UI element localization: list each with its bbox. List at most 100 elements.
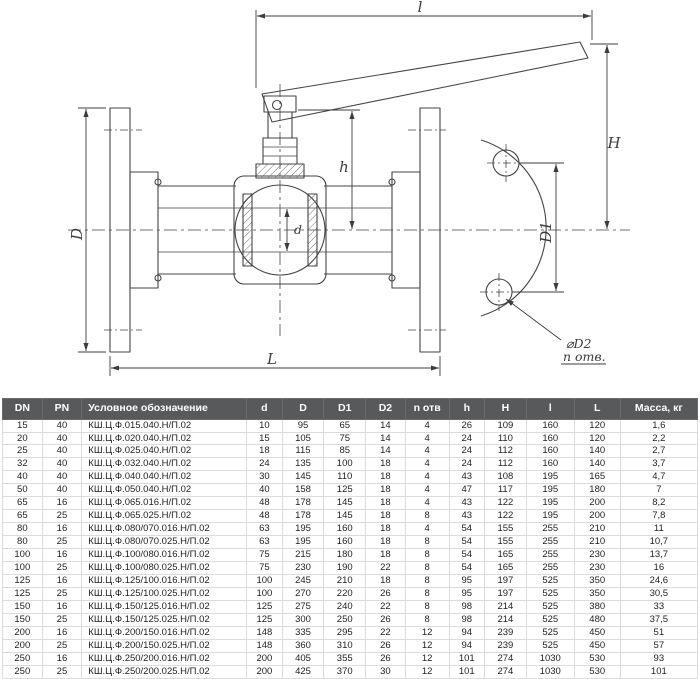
table-cell: 101 — [448, 651, 486, 666]
gland-flange — [255, 163, 305, 179]
table-cell: 80 — [2, 522, 43, 537]
table-cell: 120 — [573, 418, 621, 433]
table-cell: 274 — [484, 651, 527, 666]
column-header: d — [246, 398, 283, 420]
table-cell: 30 — [365, 664, 406, 679]
table-cell: 140 — [573, 457, 621, 472]
table-cell: 94 — [448, 626, 486, 641]
right-seat-ring — [307, 193, 318, 267]
table-cell: 125 — [2, 574, 43, 589]
table-cell: 525 — [525, 587, 575, 602]
table-cell: 300 — [281, 613, 325, 628]
table-cell: 195 — [281, 535, 325, 550]
table-cell: 101 — [619, 664, 699, 679]
table-cell: 335 — [281, 626, 325, 641]
column-header: n отв — [404, 398, 450, 420]
table-cell: 94 — [448, 639, 486, 653]
table-cell: 63 — [246, 522, 283, 537]
table-cell: 25 — [41, 561, 83, 576]
table-cell: 25 — [2, 444, 43, 459]
table-cell: 25 — [41, 613, 83, 628]
table-cell: 37,5 — [619, 613, 699, 628]
table-cell: КШ.Ц.Ф.250/200.025.Н/П.02 — [81, 664, 248, 679]
table-cell: 40 — [41, 444, 83, 459]
dim-label-L: L — [266, 350, 277, 368]
right-flange-hub — [391, 171, 421, 289]
table-cell: 95 — [448, 587, 486, 602]
table-cell: 200 — [573, 496, 621, 511]
table-cell: КШ.Ц.Ф.125/100.025.Н/П.02 — [81, 587, 248, 602]
table-cell: 112 — [484, 457, 527, 472]
table-cell: 16 — [41, 522, 83, 537]
table-cell: 110 — [484, 431, 527, 446]
table-cell: 12 — [404, 639, 450, 653]
table-cell: КШ.Ц.Ф.040.040.Н/П.02 — [81, 470, 248, 485]
table-cell: 54 — [448, 522, 486, 537]
table-cell: 148 — [246, 639, 283, 653]
table-cell: 8,2 — [619, 496, 699, 511]
stem-nut — [263, 95, 297, 113]
valve-technical-drawing: l L D h d H D1 ⌀D2 n отв. — [68, 0, 630, 376]
table-cell: 239 — [484, 626, 527, 641]
table-cell: 255 — [525, 522, 575, 537]
table-cell: 160 — [525, 457, 575, 472]
table-cell: 50 — [2, 483, 43, 498]
table-cell: 530 — [573, 664, 621, 679]
table-cell: 525 — [525, 639, 575, 653]
table-cell: 100 — [2, 548, 43, 563]
table-cell: 12 — [404, 664, 450, 679]
table-cell: 24,6 — [619, 574, 699, 589]
table-cell: 95 — [448, 574, 486, 589]
table-cell: 200 — [573, 509, 621, 524]
table-cell: 16 — [41, 574, 83, 589]
table-cell: 22 — [365, 561, 406, 576]
table-cell: 525 — [525, 600, 575, 615]
table-cell: 40 — [41, 470, 83, 485]
table-cell: 43 — [448, 509, 486, 524]
column-header: D — [281, 398, 325, 420]
table-cell: 24 — [448, 457, 486, 472]
table-cell: 350 — [573, 574, 621, 589]
table-cell: 98 — [448, 600, 486, 615]
table-cell: 122 — [484, 509, 527, 524]
column-header: H — [484, 398, 527, 420]
table-cell: 125 — [2, 587, 43, 602]
table-cell: 22 — [365, 626, 406, 641]
table-cell: 25 — [41, 535, 83, 550]
table-cell: 450 — [573, 626, 621, 641]
valve-body-group — [68, 41, 630, 353]
column-header: L — [573, 398, 621, 420]
table-cell: 8 — [404, 548, 450, 563]
table-cell: 230 — [281, 561, 325, 576]
table-cell: 12 — [404, 651, 450, 666]
table-cell: 8 — [404, 561, 450, 576]
table-cell: 105 — [281, 431, 325, 446]
table-cell: 65 — [2, 509, 43, 524]
column-header: PN — [41, 398, 83, 420]
table-cell: 18 — [365, 548, 406, 563]
table-cell: 25 — [41, 509, 83, 524]
table-cell: 214 — [484, 613, 527, 628]
table-cell: 14 — [365, 444, 406, 459]
table-cell: КШ.Ц.Ф.065.025.Н/П.02 — [81, 509, 248, 524]
leader-line-D2 — [505, 298, 562, 341]
table-cell: 125 — [246, 613, 283, 628]
table-cell: 40 — [2, 470, 43, 485]
table-cell: КШ.Ц.Ф.020.040.Н/П.02 — [81, 431, 248, 446]
table-cell: 230 — [573, 548, 621, 563]
dim-label-D1: D1 — [537, 221, 555, 244]
table-cell: 13,7 — [619, 548, 699, 563]
table-cell: 26 — [365, 651, 406, 666]
table-cell: 26 — [365, 613, 406, 628]
table-cell: 93 — [619, 651, 699, 666]
table-cell: 65 — [2, 496, 43, 511]
table-cell: 4 — [404, 444, 450, 459]
table-cell: 380 — [573, 600, 621, 615]
table-cell: 40 — [246, 483, 283, 498]
table-cell: 4 — [404, 496, 450, 511]
